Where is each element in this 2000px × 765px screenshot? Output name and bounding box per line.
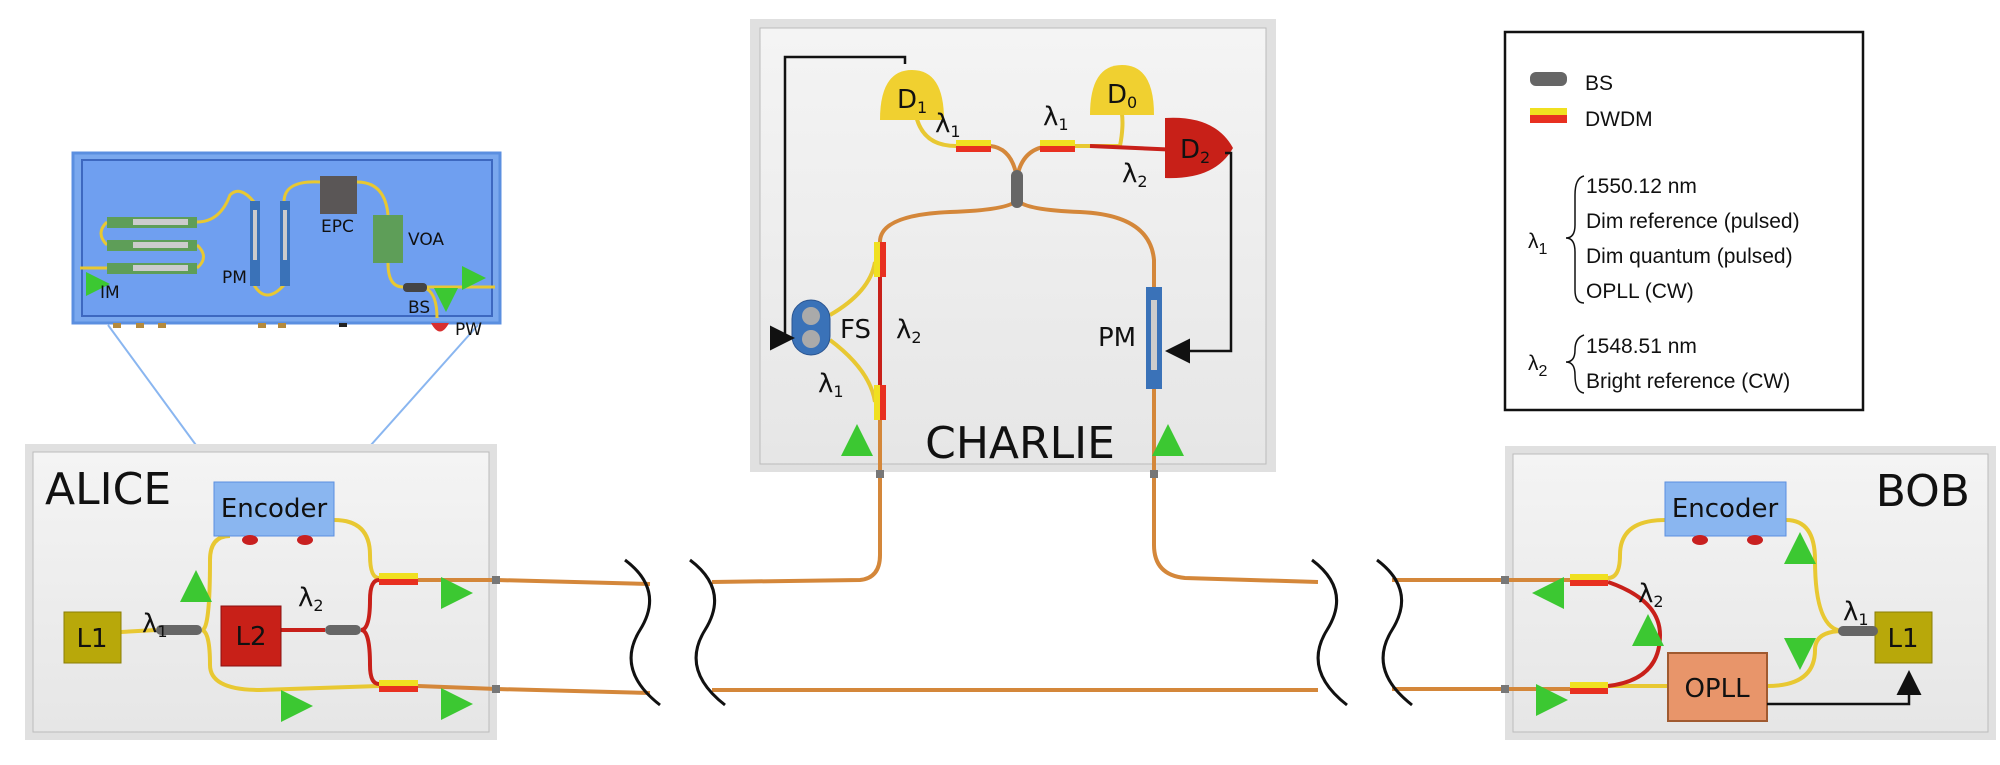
rf-connectors (113, 323, 347, 328)
legend-lambda1: λ1 (1528, 230, 1548, 258)
charlie-direction-arrows (841, 424, 1184, 456)
bob-dwdm-bottom (1570, 682, 1608, 694)
charlie-dwdm-upper-left (956, 140, 991, 152)
fs-label: FS (840, 315, 871, 345)
legend-lambda2: λ2 (1528, 352, 1548, 380)
charlie-box: D1 D0 D2 λ1 λ1 λ2 FS λ2 λ1 PM CHARLIE (750, 19, 1276, 478)
legend-lambda1-line-3: Dim quantum (pulsed) (1586, 245, 1793, 268)
charlie-lambda2-d2: λ2 (1122, 159, 1148, 191)
legend-bs-swatch (1530, 72, 1567, 86)
alice-l1-label: L1 (76, 624, 107, 654)
detector-d2 (1165, 117, 1233, 179)
charlie-dwdm-fs-top (874, 242, 886, 277)
alice-bs-1 (156, 625, 202, 635)
bob-label: BOB (1876, 466, 1970, 517)
bob-l1-laser (1874, 611, 1933, 664)
bob-encoder-label: Encoder (1672, 494, 1779, 524)
inset-label-pm: PM (222, 268, 247, 288)
opll-label: OPLL (1684, 674, 1750, 704)
alice-encoder (213, 481, 335, 537)
inset-label-im: IM (100, 283, 120, 303)
fiber-break-marks (624, 558, 1413, 707)
legend-lambda2-line-2: Bright reference (CW) (1586, 370, 1790, 393)
alice-dwdm-bottom (379, 680, 418, 692)
inset-label-pw: PW (455, 320, 482, 340)
legend-lambda1-line-1: 1550.12 nm (1586, 175, 1697, 198)
alice-lambda2: λ2 (298, 583, 324, 615)
charlie-lambda1-left: λ1 (935, 109, 961, 141)
inset-bs (403, 283, 427, 292)
legend-lambda1-line-2: Dim reference (pulsed) (1586, 210, 1800, 233)
inset-label-bs: BS (408, 298, 430, 318)
voa-block (373, 215, 403, 263)
opll-block (1667, 652, 1768, 722)
bob-bs (1838, 626, 1878, 636)
bob-lambda2: λ2 (1638, 579, 1664, 611)
alice-l1-laser (63, 611, 122, 664)
inset-label-voa: VOA (408, 230, 444, 250)
legend-dwdm-label: DWDM (1585, 108, 1653, 131)
inset-label-epc: EPC (321, 217, 354, 237)
feedback-lines (770, 55, 1233, 364)
charlie-lambda2-fs: λ2 (896, 315, 922, 347)
charlie-dwdm-upper-right (1040, 140, 1075, 152)
alice-label: ALICE (45, 464, 171, 515)
bob-box: BOB Encoder OPLL L1 λ1 λ2 (1501, 446, 1996, 740)
bob-encoder (1664, 481, 1787, 537)
bob-lambda1: λ1 (1843, 597, 1869, 629)
fiber-links (496, 478, 1505, 695)
d1-label: D1 (897, 85, 927, 117)
charlie-label: CHARLIE (925, 418, 1115, 469)
alice-box: ALICE Encoder L1 L2 λ1 λ2 (25, 444, 500, 740)
phase-modulator (250, 201, 290, 286)
pm-label: PM (1098, 323, 1136, 353)
d2-label: D2 (1180, 135, 1210, 167)
detector-d0 (1090, 65, 1154, 115)
epc-block (320, 176, 357, 214)
charlie-bs (1011, 170, 1023, 208)
charlie-dwdm-fs-bottom (874, 385, 886, 420)
d0-label: D0 (1107, 80, 1137, 112)
legend: BS DWDM λ1 1550.12 nm Dim reference (pul… (1503, 30, 1865, 412)
bob-direction-arrows (1532, 532, 1816, 716)
charlie-lambda1-fs: λ1 (818, 369, 844, 401)
alice-dwdm-top (379, 573, 418, 585)
encoder-inset: IM PM EPC VOA BS PW (71, 151, 502, 340)
bob-dwdm-top (1570, 574, 1608, 586)
alice-l2-laser (220, 605, 282, 667)
alice-l2-label: L2 (235, 622, 266, 652)
charlie-lambda1-right: λ1 (1043, 102, 1069, 134)
alice-bs-2 (325, 625, 361, 635)
alice-direction-arrows (180, 570, 473, 722)
alice-lambda1: λ1 (142, 609, 168, 641)
detector-d1 (880, 70, 944, 120)
bob-l1-label: L1 (1887, 624, 1918, 654)
intensity-modulator (107, 217, 197, 274)
legend-lambda2-line-1: 1548.51 nm (1586, 335, 1697, 358)
legend-dwdm-swatch (1530, 108, 1567, 123)
pw-detector (431, 323, 449, 332)
legend-lambda1-line-4: OPLL (CW) (1586, 280, 1694, 303)
opll-to-l1-control (1767, 670, 1922, 706)
alice-encoder-label: Encoder (221, 494, 328, 524)
legend-bs-label: BS (1585, 72, 1613, 95)
